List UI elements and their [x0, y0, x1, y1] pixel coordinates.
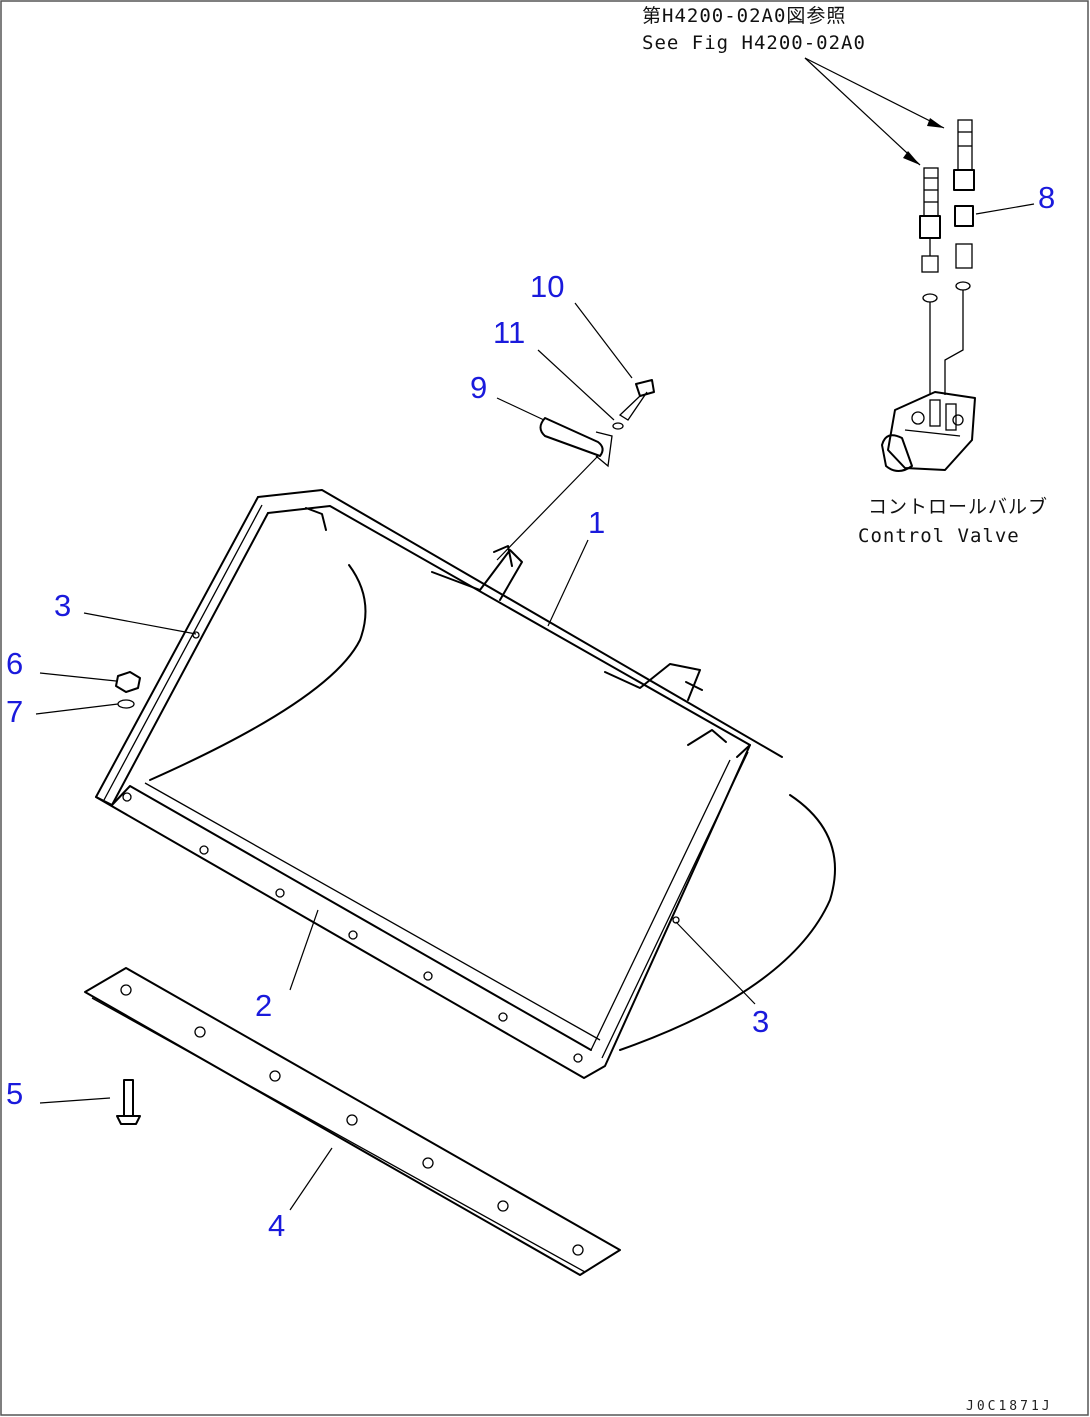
control-valve-label-english: Control Valve [858, 525, 1020, 547]
callouts: 1 2 3 3 4 5 6 7 8 9 10 11 [6, 180, 1055, 1243]
leader-4 [289, 1147, 333, 1211]
callout-11: 11 [493, 315, 525, 350]
nut-6 [115, 671, 141, 693]
document-id: J0C1871J [966, 1399, 1053, 1414]
callout-1: 1 [588, 505, 605, 540]
callout-3-left: 3 [54, 588, 71, 623]
leader-10 [574, 302, 633, 379]
callout-3-right: 3 [752, 1004, 769, 1039]
leader-8 [975, 203, 1035, 215]
bolt-5 [116, 1079, 141, 1125]
pin-9 [539, 417, 613, 468]
callout-7: 7 [6, 694, 23, 729]
leader-7 [35, 703, 119, 715]
leader-2 [289, 909, 319, 991]
control-valve-drawing [881, 391, 976, 472]
leader-9 [496, 397, 545, 421]
reference-arrows [804, 57, 945, 166]
hose-fitting-left [919, 167, 941, 395]
callout-10: 10 [530, 269, 564, 304]
bucket-body [95, 489, 836, 1079]
side-cutter-mark-left [192, 631, 200, 639]
callout-2: 2 [255, 988, 272, 1023]
callout-8: 8 [1038, 180, 1055, 215]
leader-1 [547, 539, 589, 627]
callout-6: 6 [6, 646, 23, 681]
hose-fitting-right [944, 119, 975, 395]
control-valve-label: コントロールバルブ Control Valve [858, 495, 1048, 547]
reference-note-english: See Fig H4200-02A0 [642, 32, 866, 54]
callout-9: 9 [470, 370, 487, 405]
control-valve-label-japanese: コントロールバルブ [868, 495, 1048, 518]
callout-4: 4 [268, 1208, 285, 1243]
leader-lines [35, 203, 1035, 1211]
elbow-fitting-8 [954, 205, 974, 227]
side-cutter-mark-right [672, 916, 680, 924]
reference-note-japanese: 第H4200-02A0図参照 [642, 5, 846, 27]
washer-11 [612, 422, 624, 430]
callout-5: 5 [6, 1076, 23, 1111]
bolt-10 [618, 379, 655, 421]
leader-6 [39, 672, 117, 682]
leader-5 [39, 1097, 111, 1104]
reference-note: 第H4200-02A0図参照 See Fig H4200-02A0 [642, 5, 866, 54]
leader-3b [675, 921, 756, 1005]
leader-pin-to-bracket [496, 455, 599, 561]
cutting-edge-4 [84, 967, 621, 1276]
leader-3a [83, 612, 197, 635]
leader-11 [537, 349, 615, 421]
washer-7 [117, 699, 135, 709]
